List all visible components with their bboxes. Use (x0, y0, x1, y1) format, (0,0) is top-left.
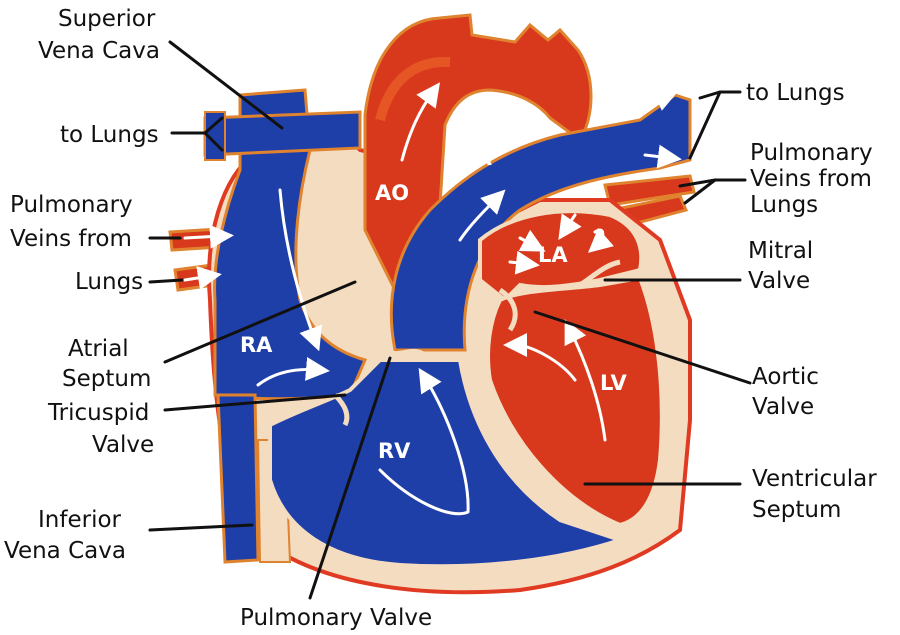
label-la: LA (538, 243, 568, 267)
label-rv: RV (378, 439, 411, 463)
valves (333, 259, 621, 427)
to-lungs-right-label: to Lungs (746, 80, 845, 106)
tricuspid-valve-line2: Valve (92, 432, 154, 458)
pulmonary-veins-left-line1: Pulmonary (10, 192, 133, 218)
pulmonary-veins-right-line1: Pulmonary (750, 140, 873, 166)
atrial-septum-line1: Atrial (68, 336, 129, 362)
aortic-valve-line2: Valve (752, 394, 814, 420)
pulmonary-veins-left-line2: Veins from (10, 226, 132, 252)
pulmonary-veins-right-label: Pulmonary Veins from Lungs (750, 140, 873, 218)
mitral-valve-label: Mitral Valve (748, 238, 813, 294)
aortic-valve-label: Aortic Valve (752, 364, 819, 420)
label-ra: RA (240, 333, 273, 357)
ventricular-septum-line1: Ventricular (752, 466, 877, 492)
inferior-vena-cava-line1: Inferior (38, 507, 122, 533)
ventricular-septum-label: Ventricular Septum (752, 466, 877, 523)
pulmonary-veins-right-line2: Veins from (750, 166, 872, 192)
pulmonary-veins-right-line3: Lungs (750, 192, 818, 218)
superior-vena-cava-label: Superior Vena Cava (38, 6, 160, 64)
label-ao: AO (375, 181, 409, 205)
aortic-valve-line1: Aortic (752, 364, 819, 390)
leader-lines (148, 40, 752, 600)
right-atrium-vessels (213, 88, 368, 564)
atrial-septum-line2: Septum (62, 366, 151, 392)
blood-flow-arrows (183, 82, 682, 516)
to-lungs-left-label: to Lungs (60, 122, 159, 148)
mitral-valve-line1: Mitral (748, 238, 813, 264)
pulmonary-veins-left-label: Pulmonary Veins from Lungs (10, 192, 143, 295)
ventricular-septum-line2: Septum (752, 497, 841, 523)
superior-vena-cava-line1: Superior (58, 6, 156, 32)
pulmonary-veins-left-line3: Lungs (75, 269, 143, 295)
label-pa: PA (462, 146, 492, 170)
superior-vena-cava-line2: Vena Cava (38, 38, 160, 64)
right-ventricle (268, 358, 627, 569)
label-lv: LV (600, 371, 627, 395)
inferior-vena-cava-label: Inferior Vena Cava (4, 507, 126, 564)
tricuspid-valve-label: Tricuspid Valve (47, 400, 154, 458)
pulmonary-valve-label: Pulmonary Valve (240, 605, 432, 631)
atrial-septum-label: Atrial Septum (62, 336, 151, 392)
tricuspid-valve-line1: Tricuspid (47, 400, 149, 426)
inferior-vena-cava-line2: Vena Cava (4, 538, 126, 564)
mitral-valve-line2: Valve (748, 268, 810, 294)
pulmonary-artery-branches (203, 110, 362, 157)
